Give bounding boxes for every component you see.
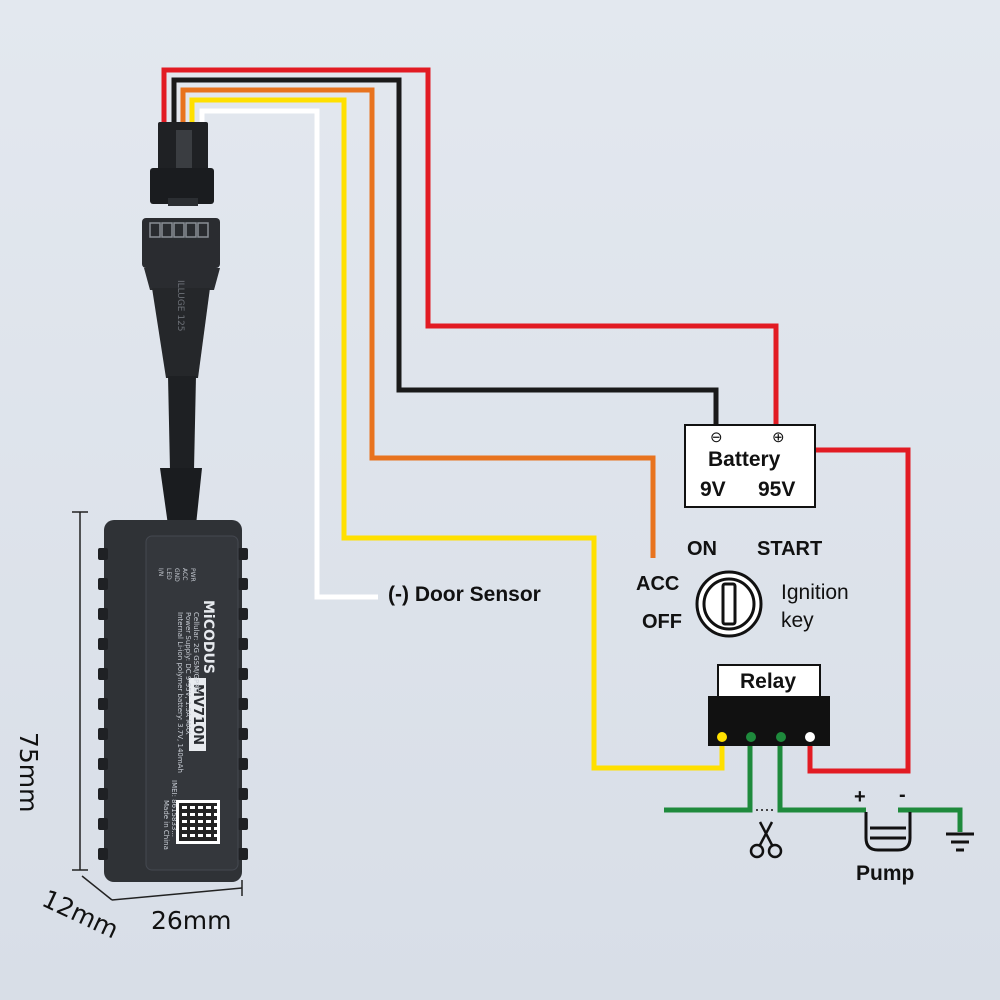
relay-title-box: Relay <box>717 664 821 698</box>
device-made-in: Made in China <box>162 800 170 850</box>
relay-pins <box>708 696 830 746</box>
device-fin <box>98 728 108 740</box>
device-fin <box>238 668 248 680</box>
device-fin <box>238 788 248 800</box>
width-dimension-label: 26mm <box>151 906 232 935</box>
pump-label: Pump <box>856 862 915 885</box>
device-pin-labels: PWR ACC GND LED I/N <box>157 568 216 628</box>
green-wire-left <box>664 745 753 813</box>
green-wire-ground <box>898 807 963 832</box>
battery-voltage-high: 95V <box>758 478 796 501</box>
ignition-off-label: OFF <box>642 611 682 633</box>
device-fin <box>238 848 248 860</box>
device-fin <box>238 818 248 830</box>
device-fin <box>98 668 108 680</box>
device-fin <box>238 638 248 650</box>
dimension-lines <box>72 511 243 901</box>
device-spec-line-3: Internal Li-ion polymer battery: 3.7V, 1… <box>176 612 184 773</box>
pump-icon <box>864 812 912 852</box>
connector: ILLUGE 125 <box>142 122 220 525</box>
device-fin <box>238 578 248 590</box>
pin-label: I/N <box>157 568 164 577</box>
pump-plus-label: + <box>854 786 866 808</box>
black-wire <box>171 77 719 428</box>
device-fin <box>98 818 108 830</box>
pin-label: LED <box>165 568 172 580</box>
device-fin <box>98 758 108 770</box>
device-fin <box>238 728 248 740</box>
device-fin <box>238 608 248 620</box>
ignition-acc-label: ACC <box>636 573 680 595</box>
device-spec-line-2: Power Supply: DC 9-95V, 1.5A MAX <box>184 612 192 735</box>
ignition-key-label: Ignition key <box>781 581 849 632</box>
pin-label: GND <box>173 568 180 582</box>
orange-wire <box>180 87 656 558</box>
connector-text: ILLUGE 125 <box>175 280 185 332</box>
height-dimension-label: 75mm <box>14 732 43 813</box>
ignition-switch-icon <box>695 570 763 638</box>
ignition-on-label: ON <box>687 538 717 560</box>
ignition-start-label: START <box>757 538 823 560</box>
yellow-wire <box>189 97 725 771</box>
battery-box: ⊖ ⊕ Battery 9V 95V <box>684 424 816 508</box>
battery-positive-icon: ⊕ <box>772 429 785 446</box>
pin-label: ACC <box>181 568 188 581</box>
device-fin <box>98 578 108 590</box>
battery-negative-icon: ⊖ <box>710 429 723 446</box>
red-wire-relay <box>807 447 911 774</box>
device-fin <box>98 788 108 800</box>
scissors-icon <box>749 821 783 859</box>
door-sensor-label: (-) Door Sensor <box>388 583 541 606</box>
wires <box>161 67 963 832</box>
device-fin <box>98 548 108 560</box>
device-fin <box>238 758 248 770</box>
green-wire-right <box>777 745 866 813</box>
device-fin <box>98 848 108 860</box>
battery-voltage-low: 9V <box>700 478 726 501</box>
device-fin <box>98 698 108 710</box>
white-wire <box>199 108 378 600</box>
qr-code <box>176 800 220 844</box>
red-wire <box>161 67 779 428</box>
device-fin <box>98 608 108 620</box>
pump-minus-label: - <box>899 784 906 806</box>
battery-title: Battery <box>708 448 781 471</box>
relay-title: Relay <box>740 670 797 693</box>
device-fin <box>98 638 108 650</box>
device-fin <box>238 698 248 710</box>
pin-label: PWR <box>189 568 196 582</box>
ground-icon <box>946 832 974 852</box>
device-fin <box>238 548 248 560</box>
